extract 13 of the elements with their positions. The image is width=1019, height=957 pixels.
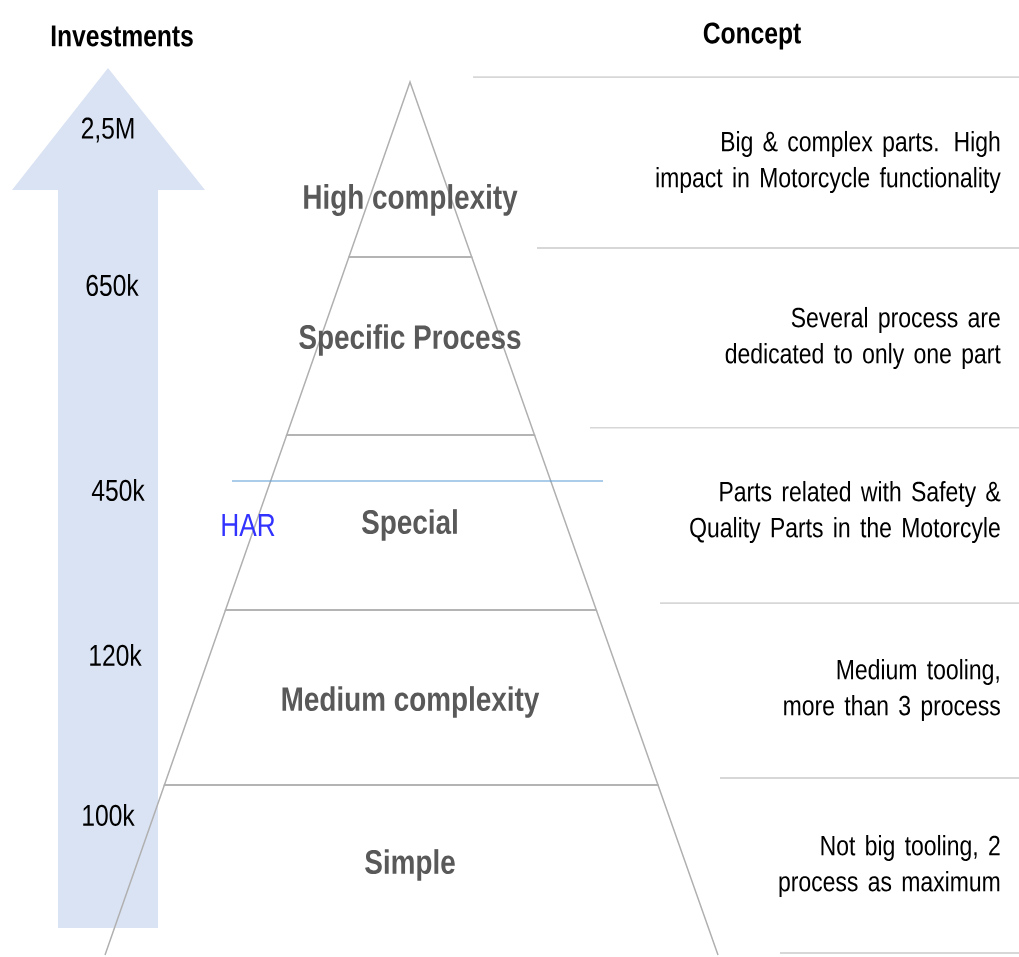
investment-value: 450k bbox=[91, 479, 145, 501]
concept-description: Not big tooling, 2 process as maximum bbox=[779, 834, 1000, 898]
concept-description: Parts related with Safety & Quality Parts in the Motorcyle bbox=[690, 480, 1001, 544]
pyramid-band: Specific Process bbox=[285, 256, 536, 436]
column-heading: Investments bbox=[51, 25, 193, 47]
investment-value: 2,5M bbox=[81, 117, 134, 143]
concept-description: Medium tooling, more than 3 process bbox=[784, 658, 1000, 722]
concept-description: Big & complex parts. High impact in Motorcycle functionality bbox=[656, 130, 1001, 194]
investment-value: 650k bbox=[86, 274, 139, 296]
concept-description: Several process are dedicated to only one part bbox=[725, 306, 1001, 370]
threshold-label: HAR bbox=[222, 514, 275, 536]
column-heading: Concept bbox=[703, 22, 801, 50]
pyramid-band: Medium complexity bbox=[163, 609, 660, 786]
